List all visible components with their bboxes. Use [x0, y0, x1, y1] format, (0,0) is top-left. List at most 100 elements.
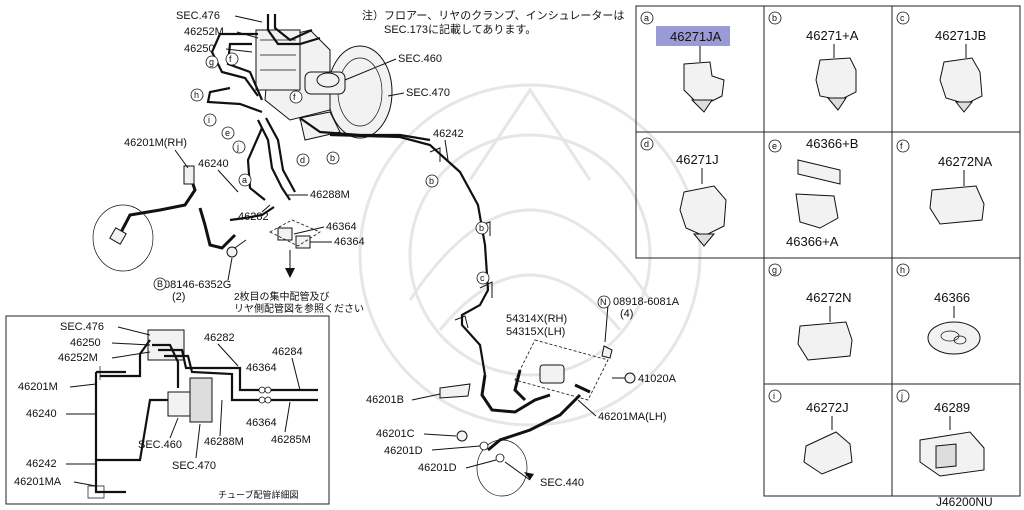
label-54315x: 54315X(LH) — [506, 326, 565, 338]
note-line-2: SEC.173に記載してあります。 — [384, 22, 536, 36]
hose-46201m-rh — [92, 165, 275, 272]
label-nut: 08918-6081A — [613, 296, 680, 308]
label-46240: 46240 — [198, 158, 229, 170]
grid-cell-j: j 46289 — [896, 389, 985, 477]
callout-bolt-b: B — [157, 279, 163, 289]
label-46364-a: 46364 — [326, 221, 357, 233]
grid-letter-b: b — [772, 13, 777, 23]
inset-label-46242: 46242 — [26, 458, 57, 470]
main-labels: SEC.476 46252M 46250 SEC.460 SEC.470 462… — [124, 10, 680, 489]
grid-letter-i: i — [773, 391, 775, 401]
part-46272j: 46272J — [806, 400, 849, 415]
inset-label-46284: 46284 — [272, 346, 303, 358]
inset-tube-detail: SEC.476 46250 46252M 46201M 46240 46242 … — [5, 315, 330, 505]
label-46201ma-lh: 46201MA(LH) — [598, 411, 666, 423]
part-46272na: 46272NA — [938, 154, 993, 169]
grid-cell-c: c 46271JB — [896, 11, 986, 113]
grid-cell-i: i 46272J — [768, 389, 853, 475]
grid-letter-g: g — [772, 265, 777, 275]
grid-letter-f: f — [900, 141, 903, 151]
label-46364-b: 46364 — [334, 236, 365, 248]
part-46271a: 46271+A — [806, 28, 859, 43]
part-46366b: 46366+B — [806, 136, 858, 151]
label-bolt-qty: (2) — [172, 291, 185, 303]
callout-j: j — [236, 142, 239, 152]
inset-label-46201ma: 46201MA — [14, 476, 62, 488]
inset-label-46364-b: 46364 — [246, 417, 277, 429]
callout-a: a — [242, 175, 247, 185]
grid-letter-d: d — [644, 139, 649, 149]
label-46282: 46282 — [238, 211, 269, 223]
grid-cell-f: f 46272NA — [896, 139, 993, 225]
rear-caliper-area — [439, 339, 636, 497]
callout-g: g — [209, 57, 214, 67]
callout-b-2: b — [429, 176, 434, 186]
grid-cell-d: d 46271J — [640, 137, 727, 247]
callout-h: h — [194, 90, 199, 100]
part-46366a: 46366+A — [786, 234, 839, 249]
pipe-46242 — [329, 133, 490, 376]
grid-cell-g: g 46272N — [768, 263, 853, 361]
master-cylinder — [255, 29, 346, 141]
callout-e: e — [225, 128, 230, 138]
label-sec470: SEC.470 — [406, 87, 450, 99]
label-46201d-a: 46201D — [384, 445, 423, 457]
grid-letter-c: c — [900, 13, 905, 23]
label-41020a: 41020A — [638, 373, 677, 385]
label-46201c: 46201C — [376, 428, 415, 440]
watermark-emblem — [358, 83, 702, 427]
callout-b-3: b — [479, 223, 484, 233]
grid-letter-a: a — [644, 13, 649, 23]
bolt-08146 — [226, 239, 247, 258]
inset-label-46288m: 46288M — [204, 436, 244, 448]
part-46271j: 46271J — [676, 152, 719, 167]
label-sec440: SEC.440 — [540, 477, 584, 489]
label-sec460: SEC.460 — [398, 53, 442, 65]
note-line-1: 注）フロアー、リヤのクランプ、インシュレーターは — [362, 8, 624, 22]
callout-d: d — [300, 155, 305, 165]
label-sec476: SEC.476 — [176, 10, 220, 22]
inset-label-46364-a: 46364 — [246, 362, 277, 374]
label-46252m: 46252M — [184, 26, 224, 38]
grid-cell-a: a 46271JA — [640, 11, 730, 113]
part-46271jb: 46271JB — [935, 28, 986, 43]
callout-i: i — [208, 115, 210, 125]
part-46289: 46289 — [934, 400, 970, 415]
inset-caption: チューブ配管詳細図 — [218, 489, 298, 500]
grid-cell-b: b 46271+A — [768, 11, 859, 111]
grid-letter-h: h — [900, 265, 905, 275]
label-46201d-b: 46201D — [418, 462, 457, 474]
callout-f-1: f — [229, 54, 232, 64]
label-bolt: 08146-6352G — [164, 279, 231, 291]
label-54314x: 54314X(RH) — [506, 313, 567, 325]
label-46201m-rh: 46201M(RH) — [124, 137, 187, 149]
callout-c: c — [480, 273, 485, 283]
grid-letter-j: j — [900, 391, 903, 401]
inset-label-46250: 46250 — [70, 337, 101, 349]
callout-b-1: b — [330, 153, 335, 163]
part-46272n: 46272N — [806, 290, 852, 305]
inset-label-sec460: SEC.460 — [138, 439, 182, 451]
parts-grid — [635, 5, 1021, 497]
grid-cell-h: h 46366 — [896, 263, 981, 355]
label-46288m: 46288M — [310, 189, 350, 201]
callout-f-2: f — [293, 92, 296, 102]
callout-letters: f g h f i e j d b a b b c B N — [153, 52, 611, 309]
inset-label-sec470: SEC.470 — [172, 460, 216, 472]
connector-46364 — [269, 219, 321, 278]
inset-label-sec476: SEC.476 — [60, 321, 104, 333]
label-ref-2: リヤ側配管図を参照ください — [234, 302, 364, 315]
inset-label-46240: 46240 — [26, 408, 57, 420]
callout-n: N — [600, 297, 607, 307]
label-46201b: 46201B — [366, 394, 404, 406]
diagram-code: J46200NU — [936, 495, 993, 509]
label-46250: 46250 — [184, 43, 215, 55]
label-46242: 46242 — [433, 128, 464, 140]
grid-letter-e: e — [772, 141, 777, 151]
inset-label-46282: 46282 — [204, 332, 235, 344]
label-ref-1: 2枚目の集中配管及び — [234, 290, 330, 303]
inset-label-46285m: 46285M — [271, 434, 311, 446]
inset-label-46252m: 46252M — [58, 352, 98, 364]
label-nut-qty: (4) — [620, 308, 633, 320]
